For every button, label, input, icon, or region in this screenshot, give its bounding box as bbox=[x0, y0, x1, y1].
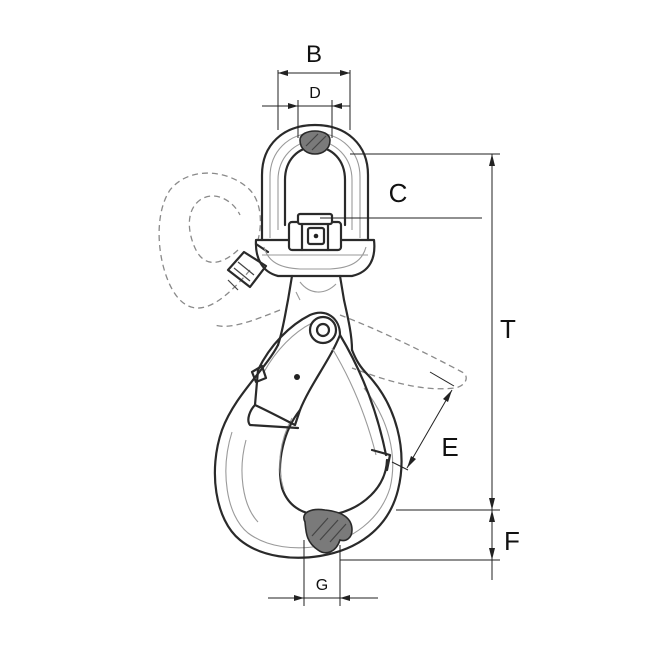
safety-latch bbox=[247, 311, 392, 472]
label-b: B bbox=[306, 41, 322, 68]
label-e: E bbox=[441, 432, 458, 462]
dimension-d bbox=[262, 100, 350, 138]
label-t: T bbox=[500, 314, 516, 344]
dimension-b bbox=[277, 70, 351, 130]
ghost-nut bbox=[226, 242, 270, 291]
label-c: C bbox=[389, 178, 408, 208]
dimension-g bbox=[268, 540, 378, 606]
swivel-nut bbox=[287, 212, 343, 252]
swivel-ghost-outline bbox=[158, 172, 467, 390]
swivel-eye bbox=[260, 123, 370, 242]
dimension-f bbox=[340, 510, 500, 580]
label-f: F bbox=[504, 526, 520, 556]
dimension-e bbox=[391, 371, 455, 471]
hook-shank bbox=[276, 274, 354, 352]
label-g: G bbox=[316, 577, 328, 594]
dimension-t bbox=[350, 153, 500, 511]
hook-tip-section bbox=[303, 508, 353, 554]
swivel-collar bbox=[254, 238, 376, 278]
label-d: D bbox=[309, 85, 321, 102]
